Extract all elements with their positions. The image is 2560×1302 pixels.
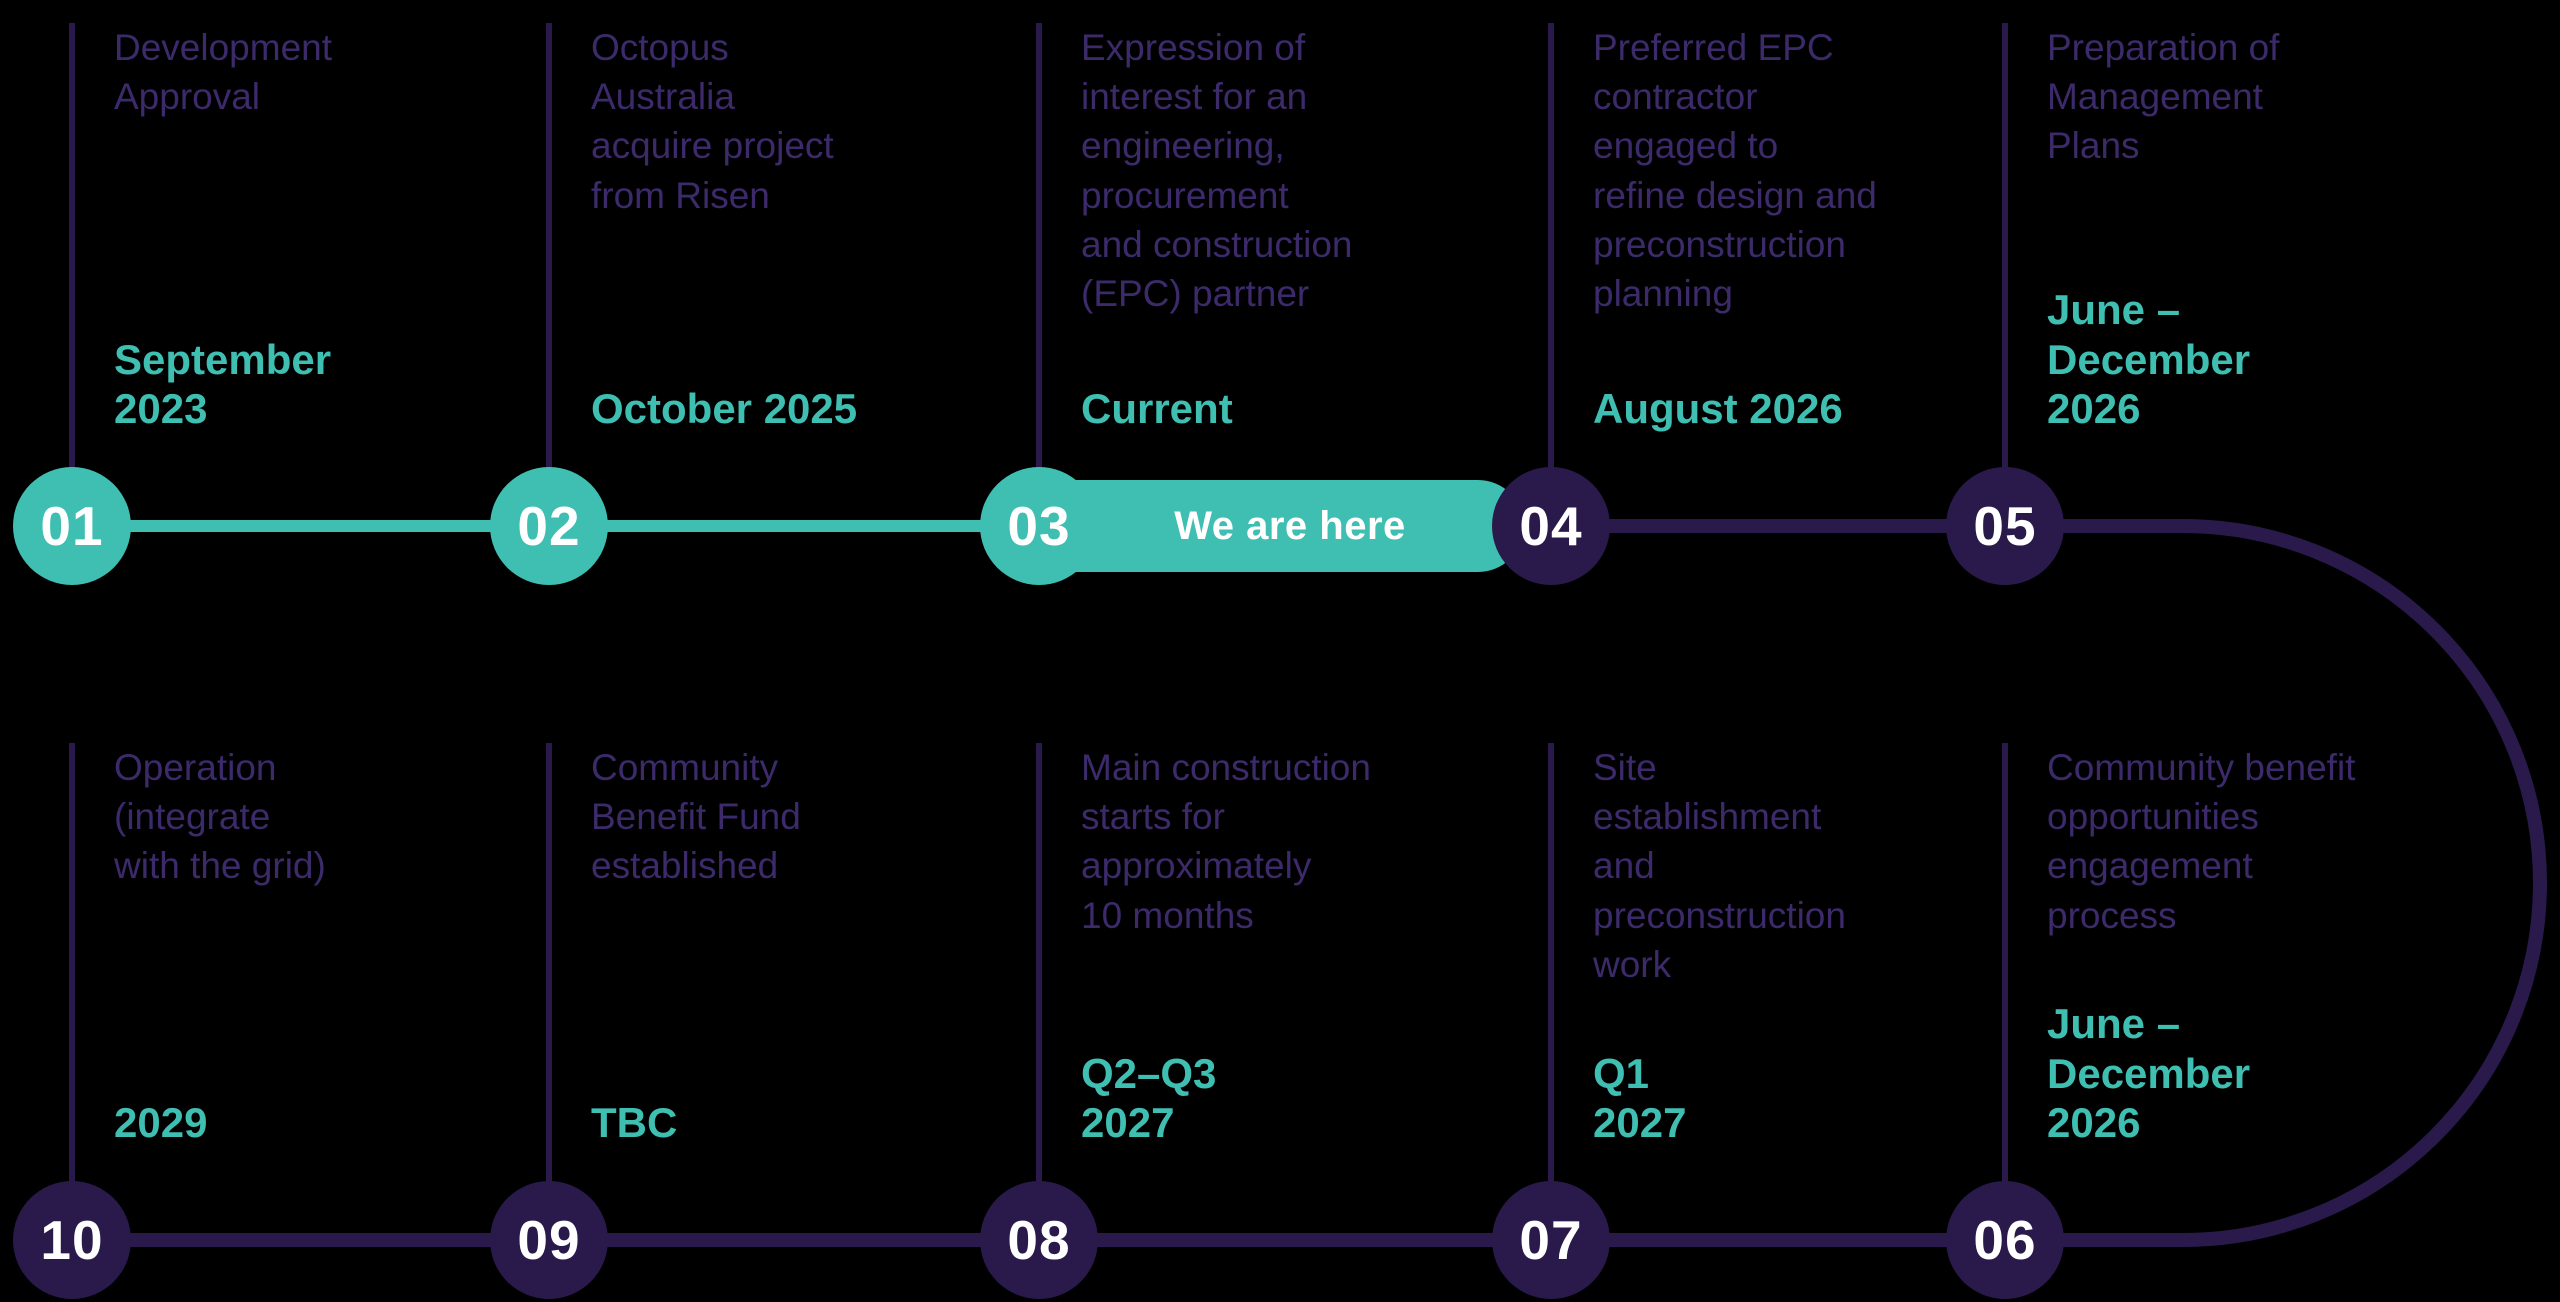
milestone-node-07: 07 [1492, 1181, 1610, 1299]
milestone-description-05: Preparation of Management Plans [2047, 27, 2280, 167]
milestone-text-03: Expression of interest for an engineerin… [1081, 23, 1541, 434]
milestone-number-03: 03 [1007, 495, 1071, 557]
milestone-description-10: Operation (integrate with the grid) [114, 747, 326, 887]
milestone-node-09: 09 [490, 1181, 608, 1299]
purple-connector-path [72, 519, 2547, 1247]
milestone-text-07: Site establishment and preconstruction w… [1593, 743, 2053, 1148]
milestone-node-01: 01 [13, 467, 131, 585]
milestone-number-08: 08 [1007, 1209, 1071, 1271]
milestone-date-04: August 2026 [1593, 385, 1843, 433]
milestone-description-03: Expression of interest for an engineerin… [1081, 27, 1353, 315]
milestone-description-07: Site establishment and preconstruction w… [1593, 747, 1846, 985]
milestone-text-01: Development Approval September 2023 [114, 23, 574, 434]
milestone-number-10: 10 [40, 1209, 104, 1271]
milestone-description-08: Main construction starts for approximate… [1081, 747, 1371, 936]
milestone-description-01: Development Approval [114, 27, 333, 118]
milestone-date-07: Q1 2027 [1593, 1049, 1687, 1147]
milestone-node-10: 10 [13, 1181, 131, 1299]
milestone-number-07: 07 [1519, 1209, 1583, 1271]
we-are-here-label: We are here [1174, 503, 1406, 548]
milestone-number-06: 06 [1973, 1209, 2037, 1271]
milestone-text-10: Operation (integrate with the grid) 2029 [114, 743, 574, 1148]
milestone-text-02: Octopus Australia acquire project from R… [591, 23, 1051, 434]
milestone-number-09: 09 [517, 1209, 581, 1271]
milestone-date-01: September 2023 [114, 335, 332, 433]
milestone-number-05: 05 [1973, 495, 2037, 557]
milestone-text-08: Main construction starts for approximate… [1081, 743, 1541, 1148]
milestone-date-02: October 2025 [591, 385, 858, 433]
milestone-node-02: 02 [490, 467, 608, 585]
milestone-node-03: 03 [980, 467, 1098, 585]
milestone-number-04: 04 [1519, 495, 1583, 557]
milestone-text-04: Preferred EPC contractor engaged to refi… [1593, 23, 2053, 434]
milestone-text-06: Community benefit opportunities engageme… [2047, 743, 2507, 1148]
milestone-node-06: 06 [1946, 1181, 2064, 1299]
milestone-text-05: Preparation of Management Plans June – D… [2047, 23, 2507, 434]
milestone-description-02: Octopus Australia acquire project from R… [591, 27, 834, 216]
milestone-node-05: 05 [1946, 467, 2064, 585]
milestone-date-09: TBC [591, 1099, 678, 1147]
milestone-number-02: 02 [517, 495, 581, 557]
milestone-date-06: June – December 2026 [2047, 1000, 2251, 1147]
milestone-description-06: Community benefit opportunities engageme… [2047, 747, 2356, 936]
milestone-description-04: Preferred EPC contractor engaged to refi… [1593, 27, 1877, 315]
milestone-date-10: 2029 [114, 1099, 208, 1147]
milestone-text-09: Community Benefit Fund established TBC [591, 743, 1051, 1148]
milestone-number-01: 01 [40, 495, 104, 557]
milestone-node-04: 04 [1492, 467, 1610, 585]
stem-lines [69, 23, 2008, 1184]
milestone-date-03: Current [1081, 385, 1233, 433]
milestone-node-08: 08 [980, 1181, 1098, 1299]
milestone-date-05: June – December 2026 [2047, 286, 2251, 433]
milestone-date-08: Q2–Q3 2027 [1081, 1049, 1217, 1147]
milestone-description-09: Community Benefit Fund established [591, 747, 801, 887]
